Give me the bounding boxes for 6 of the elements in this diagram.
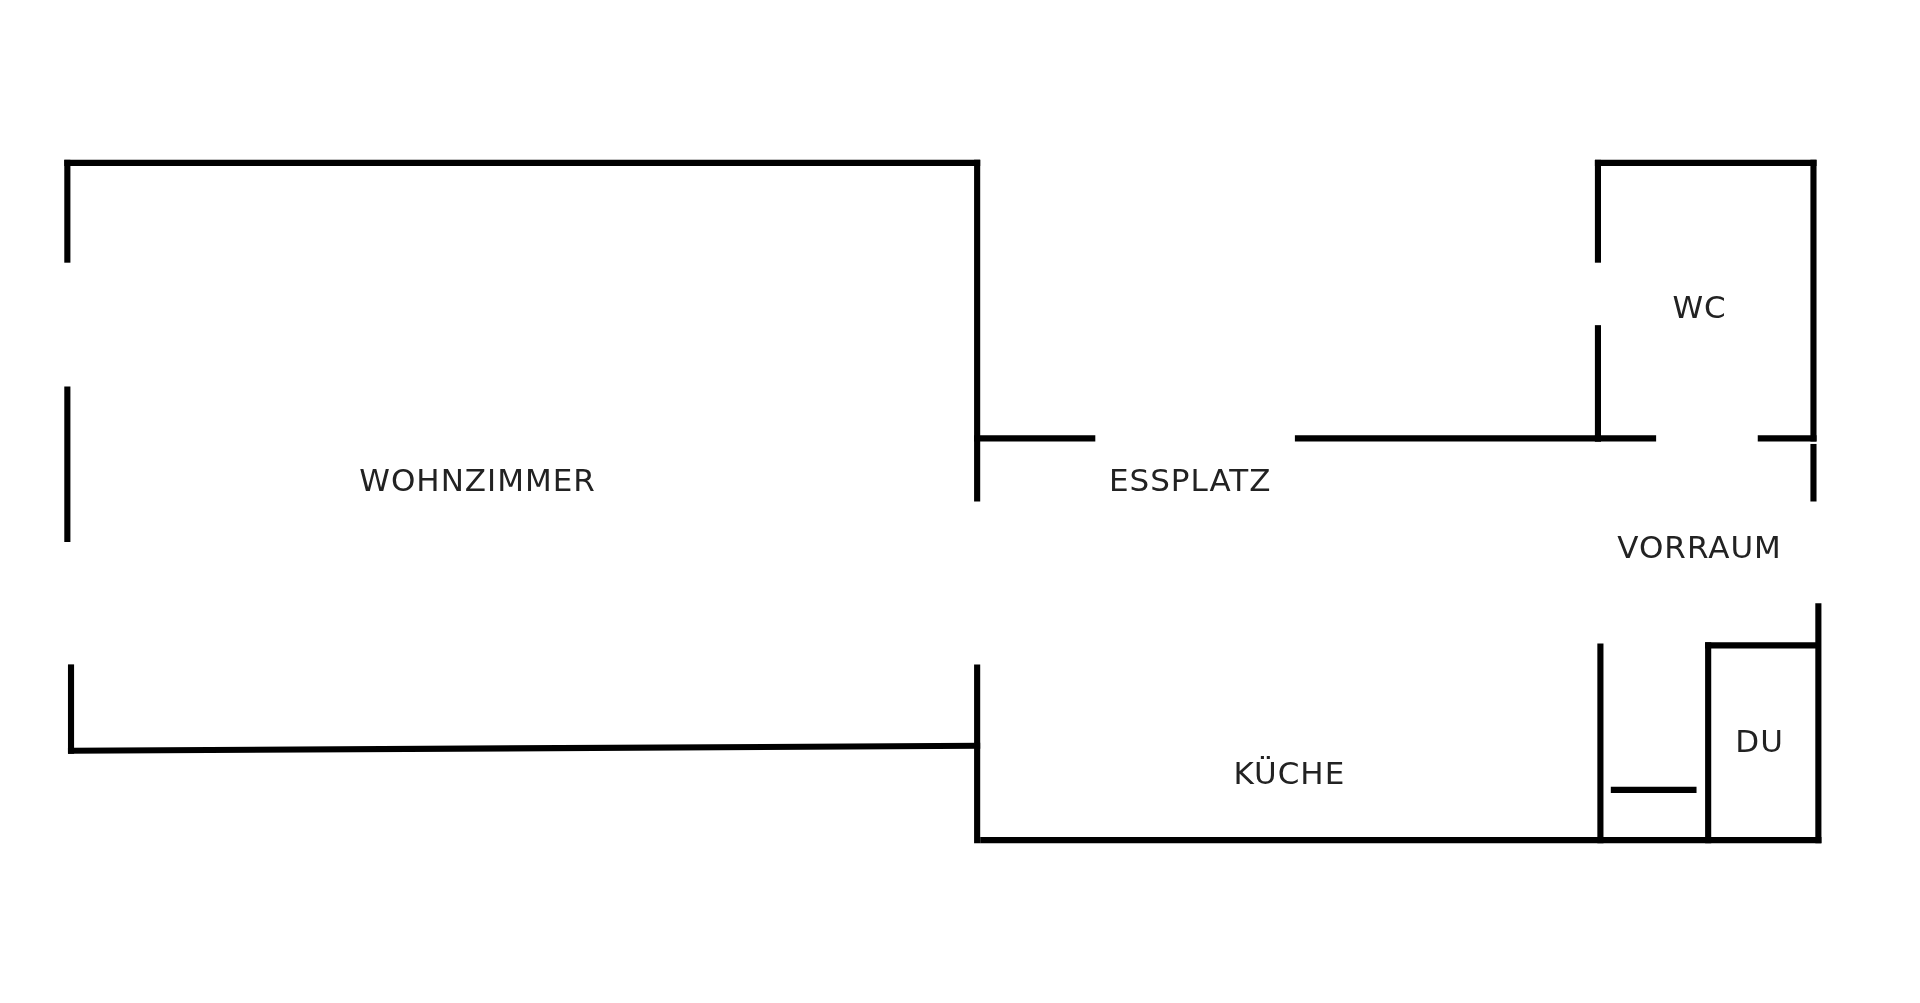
room-label: WOHNZIMMER: [359, 462, 596, 498]
room-label: KÜCHE: [1233, 754, 1346, 791]
room-label: ESSPLATZ: [1108, 462, 1272, 498]
room-label: WC: [1672, 289, 1727, 326]
room-label: DU: [1735, 722, 1784, 759]
room-label: VORRAUM: [1617, 529, 1782, 566]
